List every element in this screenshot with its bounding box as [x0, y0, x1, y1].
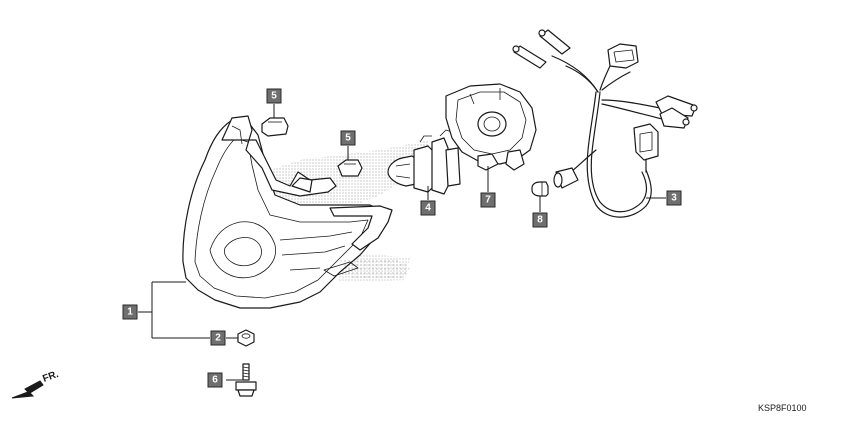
bulb-cap-upper — [261, 117, 289, 137]
callout-2: 2 — [210, 330, 226, 346]
wire-harness — [512, 29, 698, 218]
callout-6-label: 6 — [212, 375, 218, 386]
callout-7-label: 7 — [485, 195, 491, 206]
nut-part — [237, 329, 255, 347]
callout-4: 4 — [420, 200, 436, 216]
figure-code: KSP8F0100 — [758, 403, 807, 413]
callout-5-upper-label: 5 — [271, 91, 277, 102]
callout-5-lower: 5 — [340, 130, 356, 146]
callout-6: 6 — [207, 372, 223, 388]
callout-1: 1 — [122, 304, 138, 320]
callout-8-label: 8 — [537, 215, 543, 226]
callout-7: 7 — [480, 192, 496, 208]
position-bulb — [531, 181, 549, 197]
headlight-assembly — [182, 115, 430, 309]
bulb-socket-housing — [445, 83, 537, 171]
callout-5-lower-label: 5 — [345, 133, 351, 144]
callout-3-label: 3 — [671, 193, 677, 204]
halogen-bulb — [387, 129, 461, 195]
callout-2-label: 2 — [215, 333, 221, 344]
leader-lines — [138, 104, 666, 381]
callout-8: 8 — [532, 212, 548, 228]
front-arrow-icon — [11, 380, 44, 399]
callout-4-label: 4 — [425, 203, 431, 214]
front-direction-label: FR. — [41, 369, 60, 385]
callout-3: 3 — [666, 190, 682, 206]
front-direction-indicator: FR. — [11, 369, 60, 399]
bolt-part — [235, 363, 257, 397]
bulb-cap-lower — [337, 159, 363, 177]
callout-1-label: 1 — [127, 307, 133, 318]
callout-5-upper: 5 — [266, 88, 282, 104]
